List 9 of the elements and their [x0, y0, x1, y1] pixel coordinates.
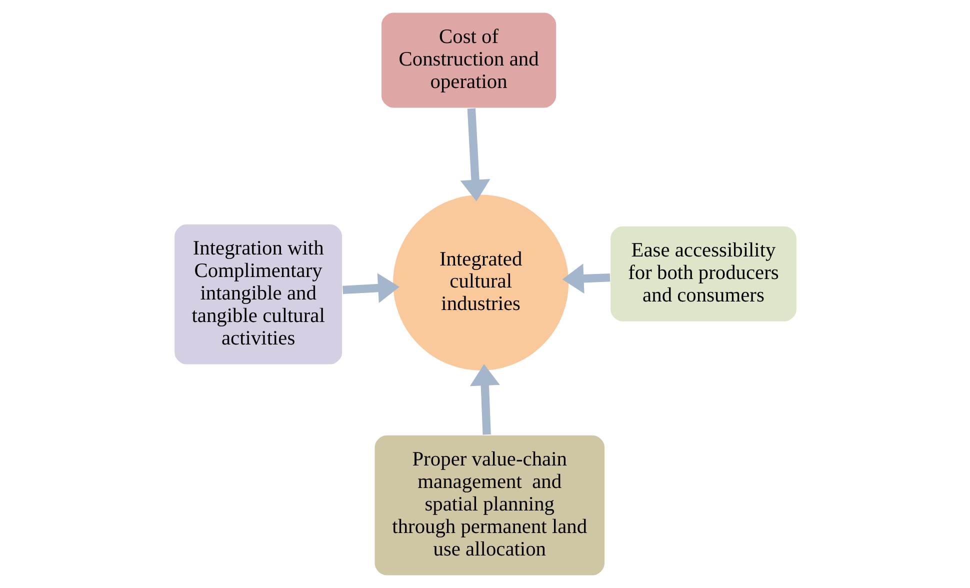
arrow [342, 273, 399, 304]
node-box: Cost of Construction and operation [380, 12, 557, 109]
node-box: Proper value-chain management and spatial planning through permanent land use allocation [373, 434, 606, 576]
arrow [562, 264, 610, 294]
arrow [460, 108, 490, 202]
node-box: Ease accessibility for both producers and consumers [609, 225, 797, 322]
arrow [469, 364, 500, 435]
node-box: Integration with Complimentary intangible and tangible cultural activities [173, 223, 343, 366]
node-circle: Integrated cultural industries [392, 194, 570, 372]
